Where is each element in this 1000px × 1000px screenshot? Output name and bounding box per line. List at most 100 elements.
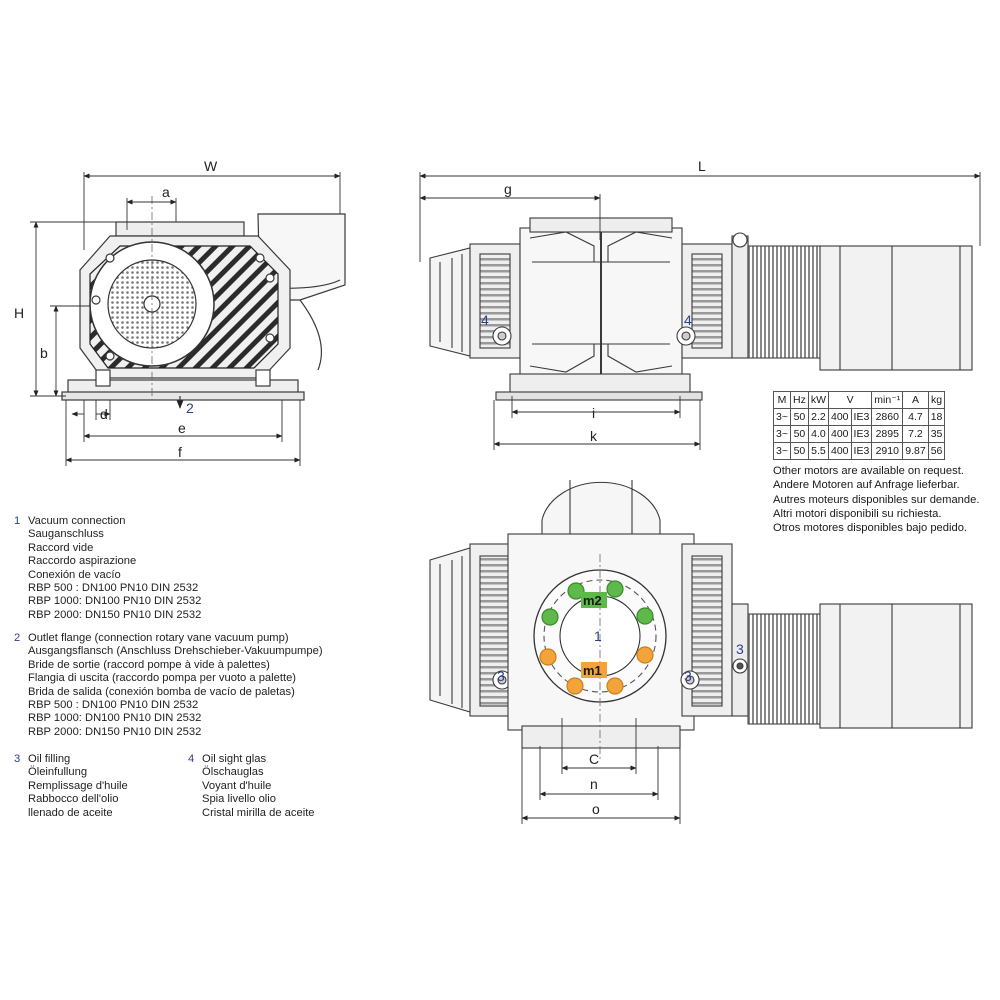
legend-line: Vacuum connection bbox=[28, 515, 126, 527]
legend-line: Sauganschluss bbox=[28, 528, 104, 541]
dim-b: b bbox=[40, 345, 48, 361]
callout-4-right: 4 bbox=[684, 312, 692, 328]
m2-bolt bbox=[636, 607, 654, 625]
legend-line: Cristal mirilla de aceite bbox=[202, 806, 315, 819]
cell: 9.87 bbox=[902, 442, 929, 460]
legend-item-1: 1 Vacuum connection Sauganschluss Raccor… bbox=[14, 515, 201, 622]
cell: 50 bbox=[789, 408, 809, 426]
cell: 18 bbox=[927, 408, 946, 426]
motor-table: M Hz kW V min⁻¹ A kg 3~ 50 2.2 400 IE3 2… bbox=[773, 391, 946, 460]
legend-line: Spia livello olio bbox=[202, 793, 277, 806]
legend-item-2: 2 Outlet flange (connection rotary vane … bbox=[14, 632, 323, 739]
col-a: A bbox=[902, 391, 929, 409]
cell: 2860 bbox=[871, 408, 904, 426]
dim-o: o bbox=[592, 801, 600, 817]
legend-line: Bride de sortie (raccord pompe à vide à … bbox=[28, 658, 270, 671]
side-view-dimensions bbox=[419, 172, 981, 450]
motor-notes: Other motors are available on request. A… bbox=[773, 464, 979, 535]
legend-line: RBP 1000: DN100 PN10 DIN 2532 bbox=[28, 595, 202, 608]
top-view-dimensions bbox=[521, 718, 681, 824]
callout-3-motor: 3 bbox=[736, 641, 744, 657]
dim-C: C bbox=[589, 751, 599, 767]
front-view bbox=[61, 196, 346, 409]
cell: IE3 bbox=[850, 442, 873, 460]
cell: 50 bbox=[789, 442, 809, 460]
m1-bolt-markers bbox=[539, 646, 654, 695]
dim-e: e bbox=[178, 420, 186, 436]
legend-line: RBP 1000: DN100 PN10 DIN 2532 bbox=[28, 712, 202, 725]
cell: 3~ bbox=[773, 425, 791, 443]
callout-1-top: 1 bbox=[594, 628, 602, 644]
motor-note: Autres moteurs disponibles sur demande. bbox=[773, 493, 980, 506]
dim-L: L bbox=[698, 158, 706, 174]
cell: 7.2 bbox=[902, 425, 929, 443]
dim-a: a bbox=[162, 184, 170, 200]
col-hz: Hz bbox=[789, 391, 809, 409]
legend-item-3: 3 Oil filling Öleinfullung Remplissage d… bbox=[14, 753, 128, 820]
motor-note: Other motors are available on request. bbox=[773, 465, 964, 477]
legend-number: 3 bbox=[14, 753, 21, 765]
legend-line: RBP 500 : DN100 PN10 DIN 2532 bbox=[28, 699, 199, 712]
dim-H: H bbox=[14, 305, 24, 321]
cell: 50 bbox=[789, 425, 809, 443]
table-row: 3~ 50 5.5 400 IE3 2910 9.87 56 bbox=[773, 442, 946, 460]
m2-label: m2 bbox=[583, 593, 602, 608]
m2-label-box bbox=[581, 592, 607, 608]
legend-line: RBP 2000: DN150 PN10 DIN 2532 bbox=[28, 608, 202, 621]
legend-line: llenado de aceite bbox=[28, 806, 113, 819]
legend-line: RBP 2000: DN150 PN10 DIN 2532 bbox=[28, 725, 202, 738]
motor-table-header: M Hz kW V min⁻¹ A kg bbox=[773, 391, 946, 409]
legend-line: Flangia di uscita (raccordo pompa per vu… bbox=[28, 672, 297, 685]
legend-number: 4 bbox=[188, 753, 195, 765]
legend-line: Ölschauglas bbox=[202, 766, 264, 779]
top-view bbox=[429, 480, 973, 760]
m1-label: m1 bbox=[583, 663, 602, 678]
legend-line: Oil sight glas bbox=[202, 753, 267, 765]
dim-k: k bbox=[590, 428, 598, 444]
callout-4-left: 4 bbox=[481, 312, 489, 328]
cell: 35 bbox=[927, 425, 946, 443]
legend-line: Öleinfullung bbox=[28, 766, 88, 779]
legend-line: Outlet flange (connection rotary vane va… bbox=[28, 632, 289, 644]
m1-bolt bbox=[636, 646, 654, 664]
legend-line: Voyant d'huile bbox=[202, 779, 272, 792]
legend-line: Rabbocco dell'olio bbox=[28, 793, 119, 806]
dim-g: g bbox=[504, 181, 512, 197]
motor-symbol: M bbox=[773, 391, 791, 409]
m2-bolt bbox=[567, 582, 585, 600]
cell: IE3 bbox=[850, 425, 873, 443]
legend-line: Conexión de vacío bbox=[28, 568, 121, 581]
cell: 5.5 bbox=[807, 442, 830, 460]
legend-line: Remplissage d'huile bbox=[28, 779, 128, 792]
dim-n: n bbox=[590, 776, 598, 792]
cell: 56 bbox=[927, 442, 946, 460]
cell: 4.0 bbox=[807, 425, 830, 443]
legend-item-4: 4 Oil sight glas Ölschauglas Voyant d'hu… bbox=[188, 753, 315, 820]
m1-label-box bbox=[581, 662, 607, 678]
cell: 2910 bbox=[871, 442, 904, 460]
col-rpm: min⁻¹ bbox=[871, 391, 904, 409]
m1-bolt bbox=[539, 648, 557, 666]
legend-line: Oil filling bbox=[28, 753, 71, 765]
callout-3-left: 3 bbox=[497, 668, 505, 684]
cell: IE3 bbox=[850, 408, 873, 426]
legend-line: RBP 500 : DN100 PN10 DIN 2532 bbox=[28, 582, 199, 595]
cell: 3~ bbox=[773, 408, 791, 426]
cell: 400 bbox=[828, 408, 852, 426]
callout-3-right: 3 bbox=[684, 668, 692, 684]
side-view bbox=[429, 217, 973, 401]
motor-note: Andere Motoren auf Anfrage lieferbar. bbox=[773, 479, 960, 492]
legend-line: Ausgangsflansch (Anschluss Drehschieber-… bbox=[28, 645, 323, 658]
legend-number: 1 bbox=[14, 515, 21, 527]
col-kw: kW bbox=[807, 391, 830, 409]
cell: 400 bbox=[828, 442, 852, 460]
dim-f: f bbox=[178, 444, 182, 460]
cell: 2.2 bbox=[807, 408, 830, 426]
m2-bolt bbox=[541, 608, 559, 626]
dim-d: d bbox=[100, 406, 108, 422]
legend-number: 2 bbox=[14, 632, 21, 644]
m1-bolt bbox=[566, 677, 584, 695]
callout-2-front: 2 bbox=[186, 400, 194, 416]
m2-bolt-markers bbox=[541, 580, 654, 626]
